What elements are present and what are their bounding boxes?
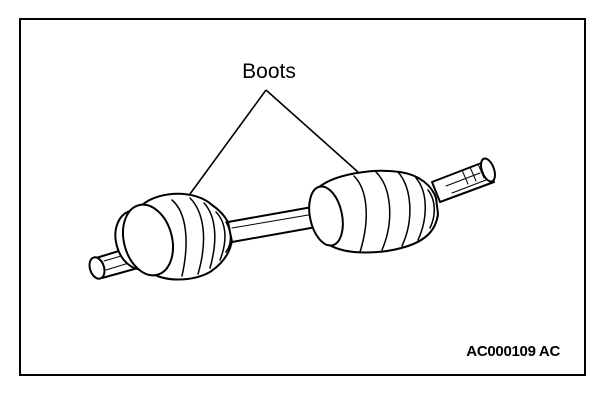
right-splined-shaft: [431, 157, 496, 203]
boots-callout-label: Boots: [242, 60, 296, 83]
intermediate-shaft: [227, 205, 323, 243]
left-boot: [122, 192, 233, 281]
callout-leaders: [189, 89, 359, 195]
right-boot: [308, 169, 439, 254]
leader-line-left-boot: [189, 89, 267, 195]
leader-line-right-boot: [265, 89, 359, 173]
figure-frame: [19, 18, 586, 376]
figure-code: AC000109 AC: [466, 343, 560, 360]
